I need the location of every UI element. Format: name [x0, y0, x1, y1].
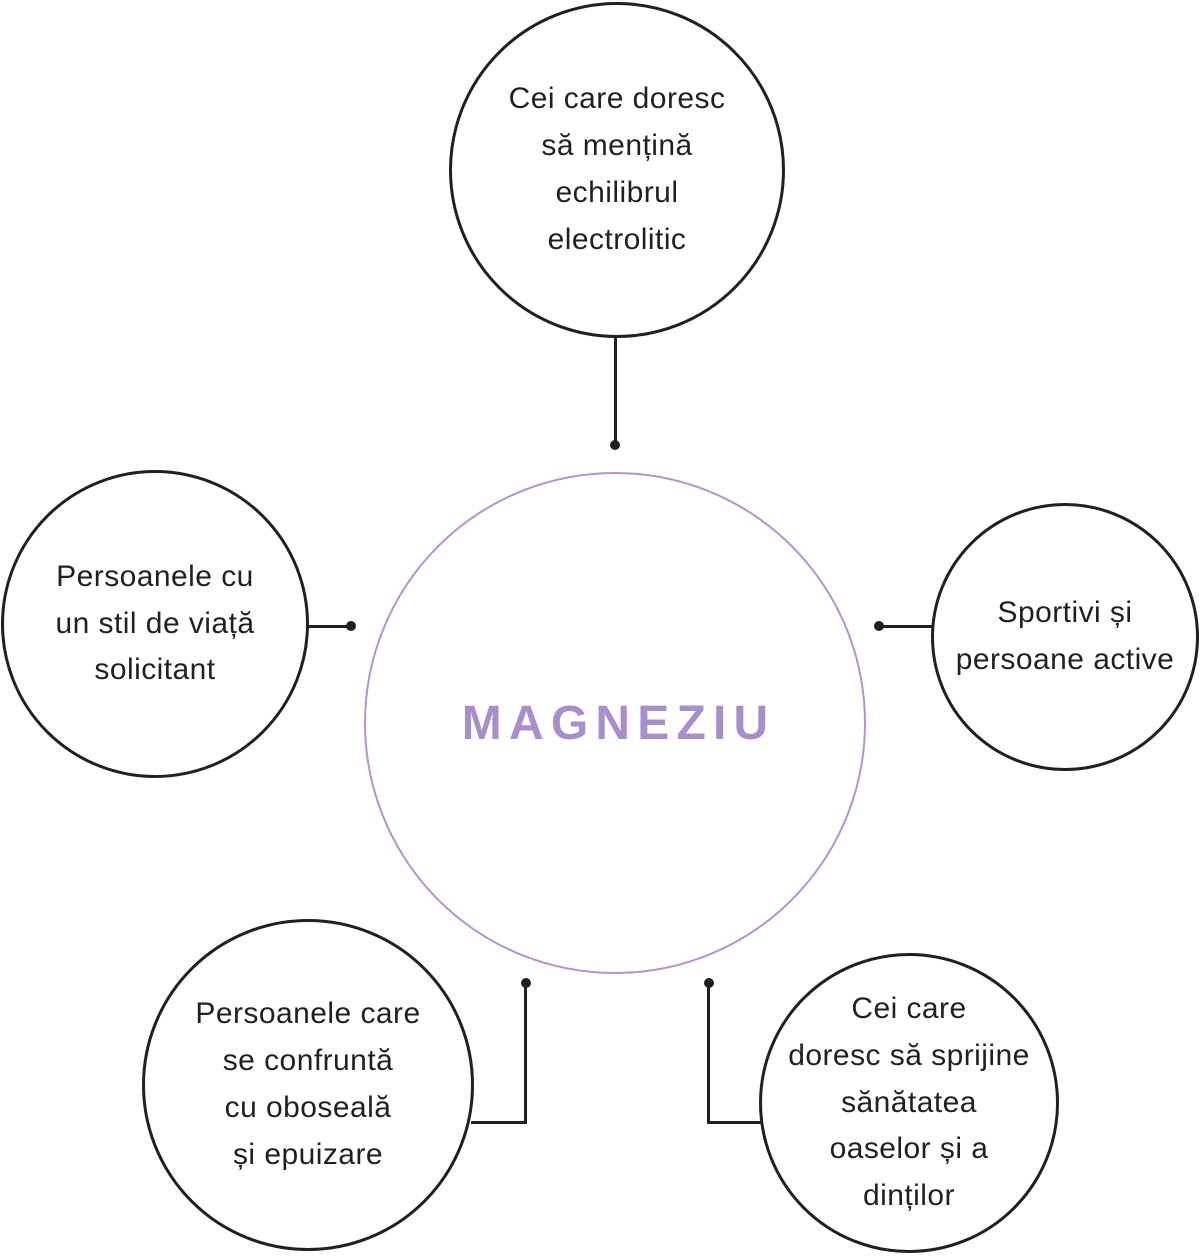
connector-right-line	[881, 625, 933, 628]
node-athletes-active: Sportivi și persoane active	[931, 503, 1199, 771]
node-fatigue-exhaustion: Persoanele care se confruntă cu oboseală…	[142, 919, 474, 1251]
connector-bottom-right-dot	[704, 978, 714, 988]
connector-right-dot	[874, 621, 884, 631]
node-bones-teeth-label: Cei care doresc să sprijine sănătatea oa…	[788, 992, 1030, 1213]
node-athletes-active-label: Sportivi și persoane active	[955, 596, 1175, 676]
connector-top-line	[614, 338, 617, 442]
connector-bottom-right-horizontal-line	[707, 1121, 762, 1124]
connector-bottom-left-horizontal-line	[471, 1121, 527, 1124]
connector-left-line	[306, 625, 350, 628]
center-label: MAGNEZIU	[461, 696, 776, 750]
node-bones-teeth: Cei care doresc să sprijine sănătatea oa…	[759, 953, 1059, 1253]
node-electrolyte-balance: Cei care doresc să mențină echilibrul el…	[449, 2, 785, 338]
node-demanding-lifestyle-label: Persoanele cu un stil de viață solicitan…	[55, 559, 255, 687]
connector-bottom-right-vertical-line	[707, 987, 710, 1124]
connector-left-dot	[346, 621, 356, 631]
center-circle-magneziu: MAGNEZIU	[364, 472, 866, 974]
node-electrolyte-balance-label: Cei care doresc să mențină echilibrul el…	[508, 82, 726, 256]
connector-bottom-left-dot	[521, 978, 531, 988]
node-demanding-lifestyle: Persoanele cu un stil de viață solicitan…	[1, 470, 309, 778]
node-fatigue-exhaustion-label: Persoanele care se confruntă cu oboseală…	[195, 997, 421, 1171]
connector-top-dot	[610, 440, 620, 450]
connector-bottom-left-vertical-line	[524, 987, 527, 1124]
